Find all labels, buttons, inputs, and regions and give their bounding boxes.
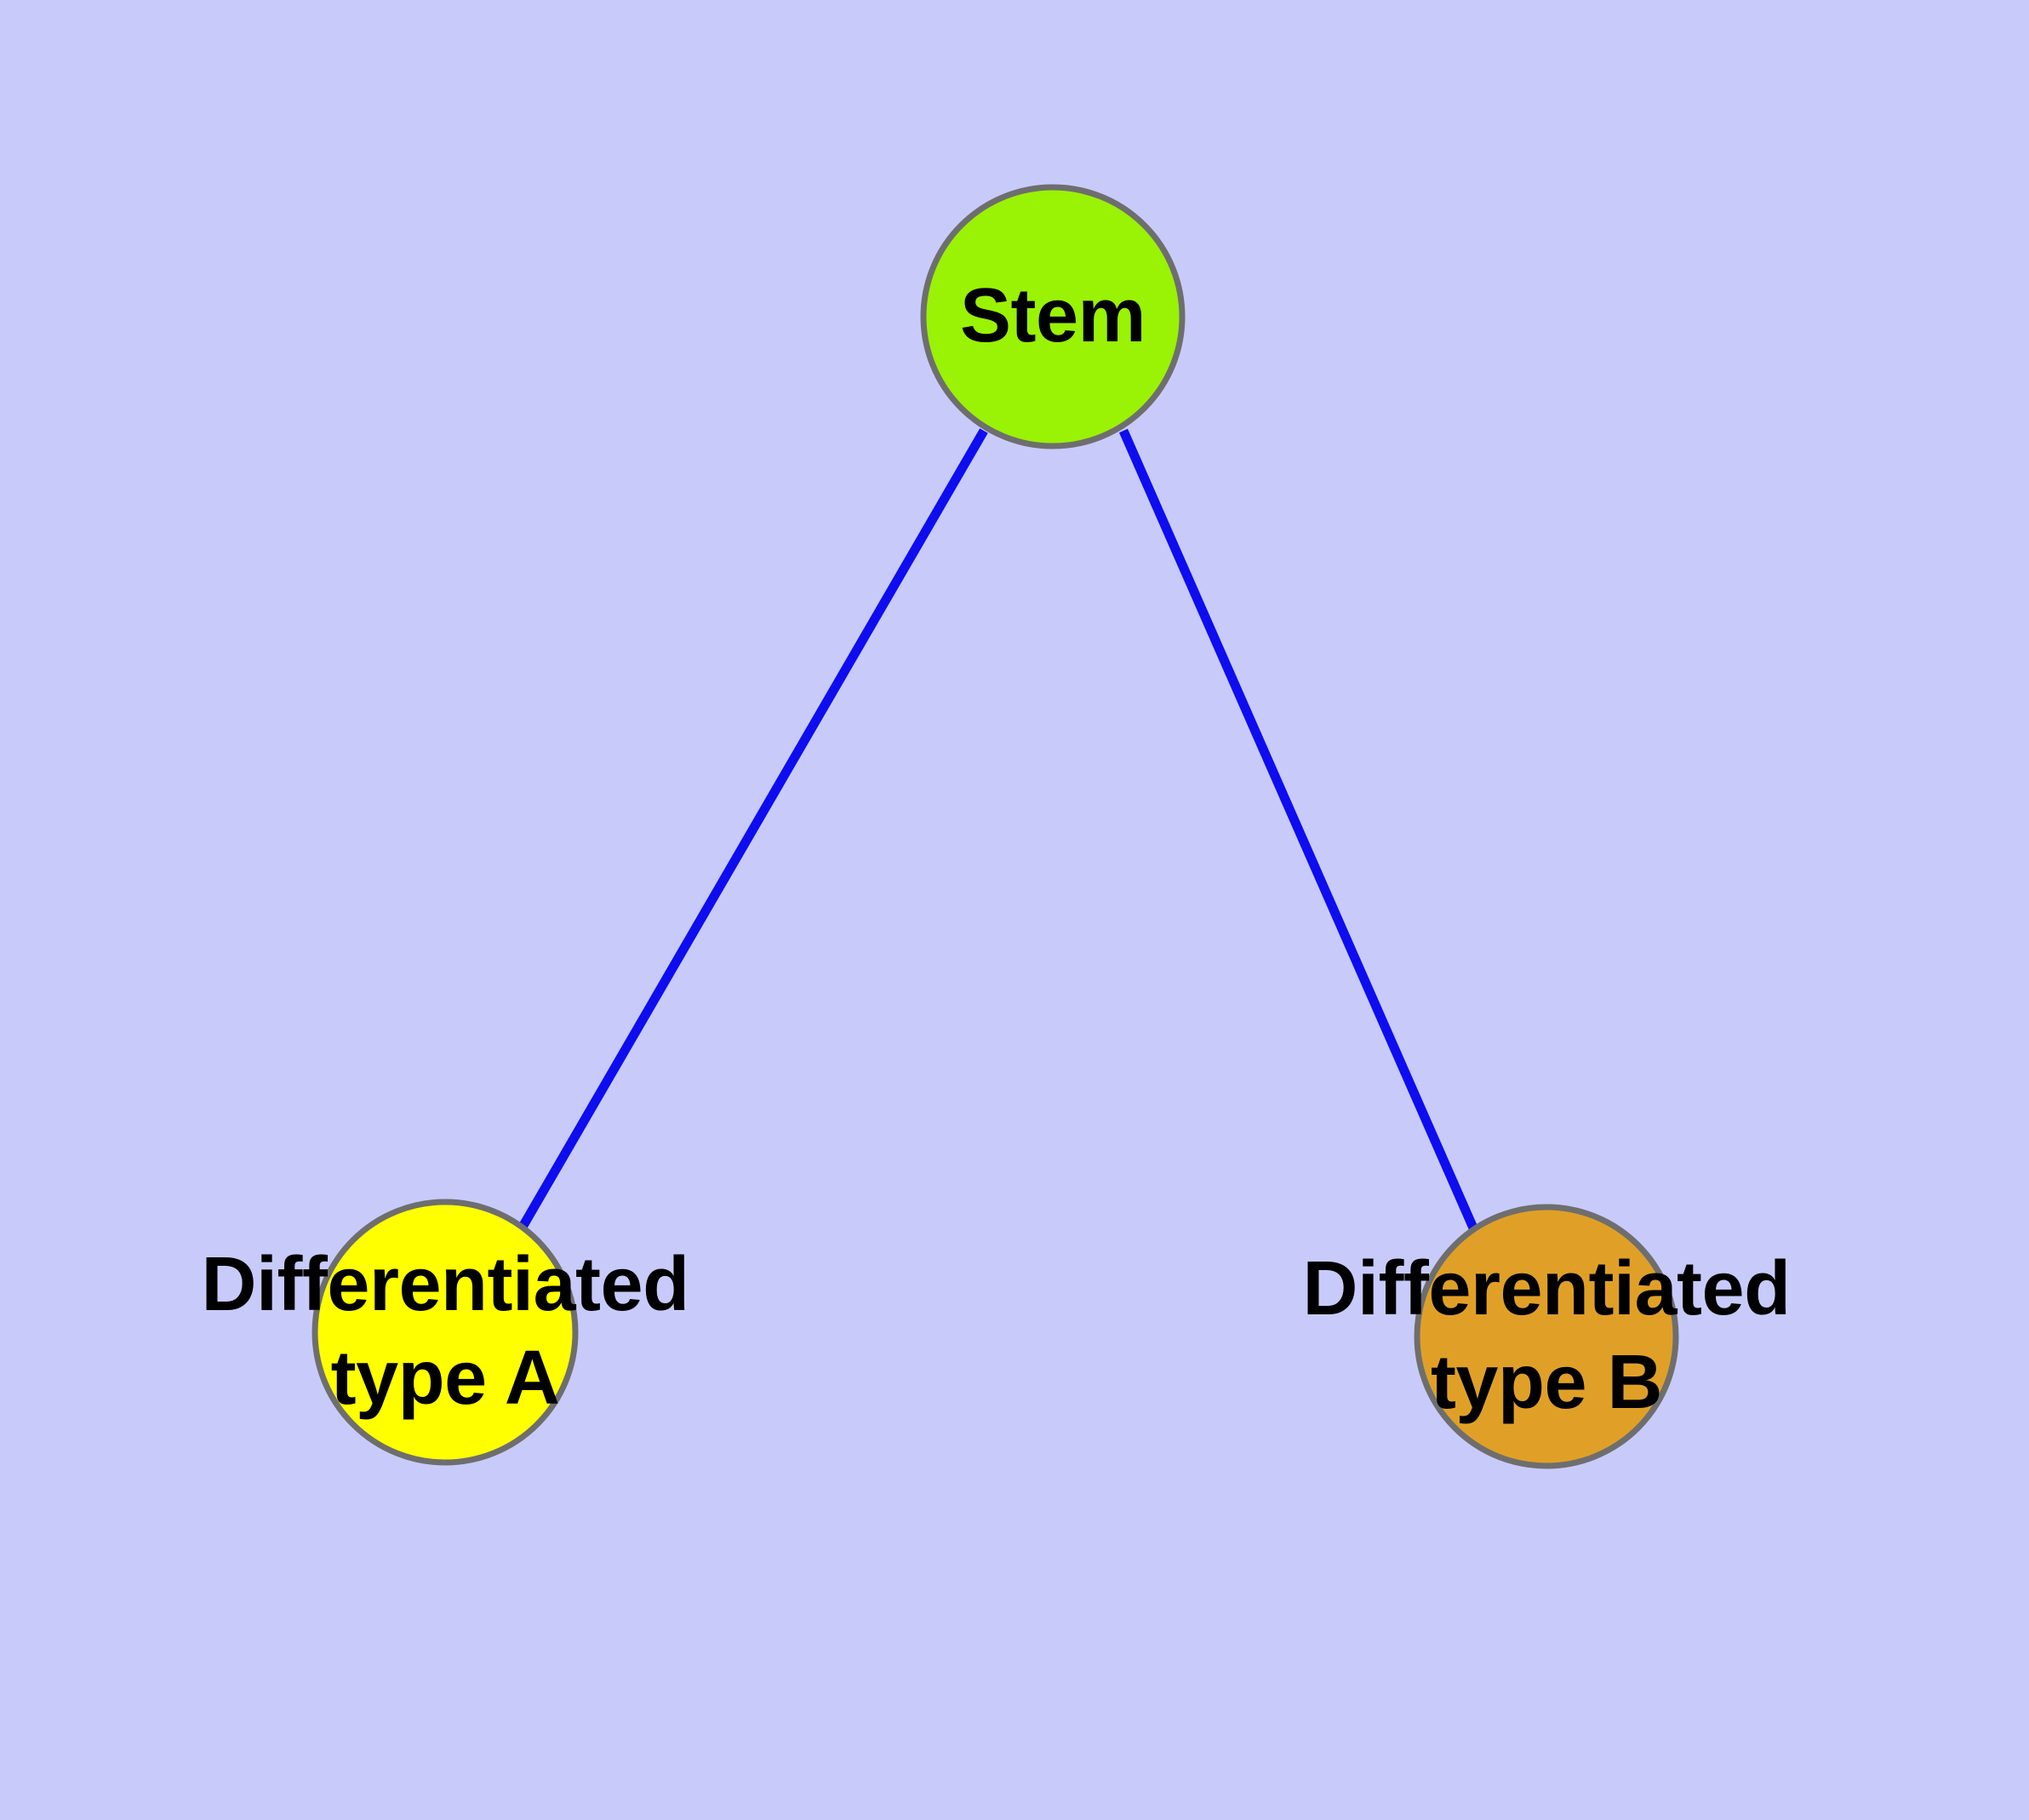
- graph-node-diff_a[interactable]: [311, 1199, 579, 1466]
- graph-node-stem[interactable]: [920, 184, 1186, 449]
- graph-edge: [517, 428, 988, 1231]
- edge-layer: [517, 428, 1480, 1234]
- node-layer: [311, 184, 1679, 1469]
- graph-edge: [1118, 428, 1480, 1234]
- graph-node-diff_b[interactable]: [1414, 1204, 1679, 1469]
